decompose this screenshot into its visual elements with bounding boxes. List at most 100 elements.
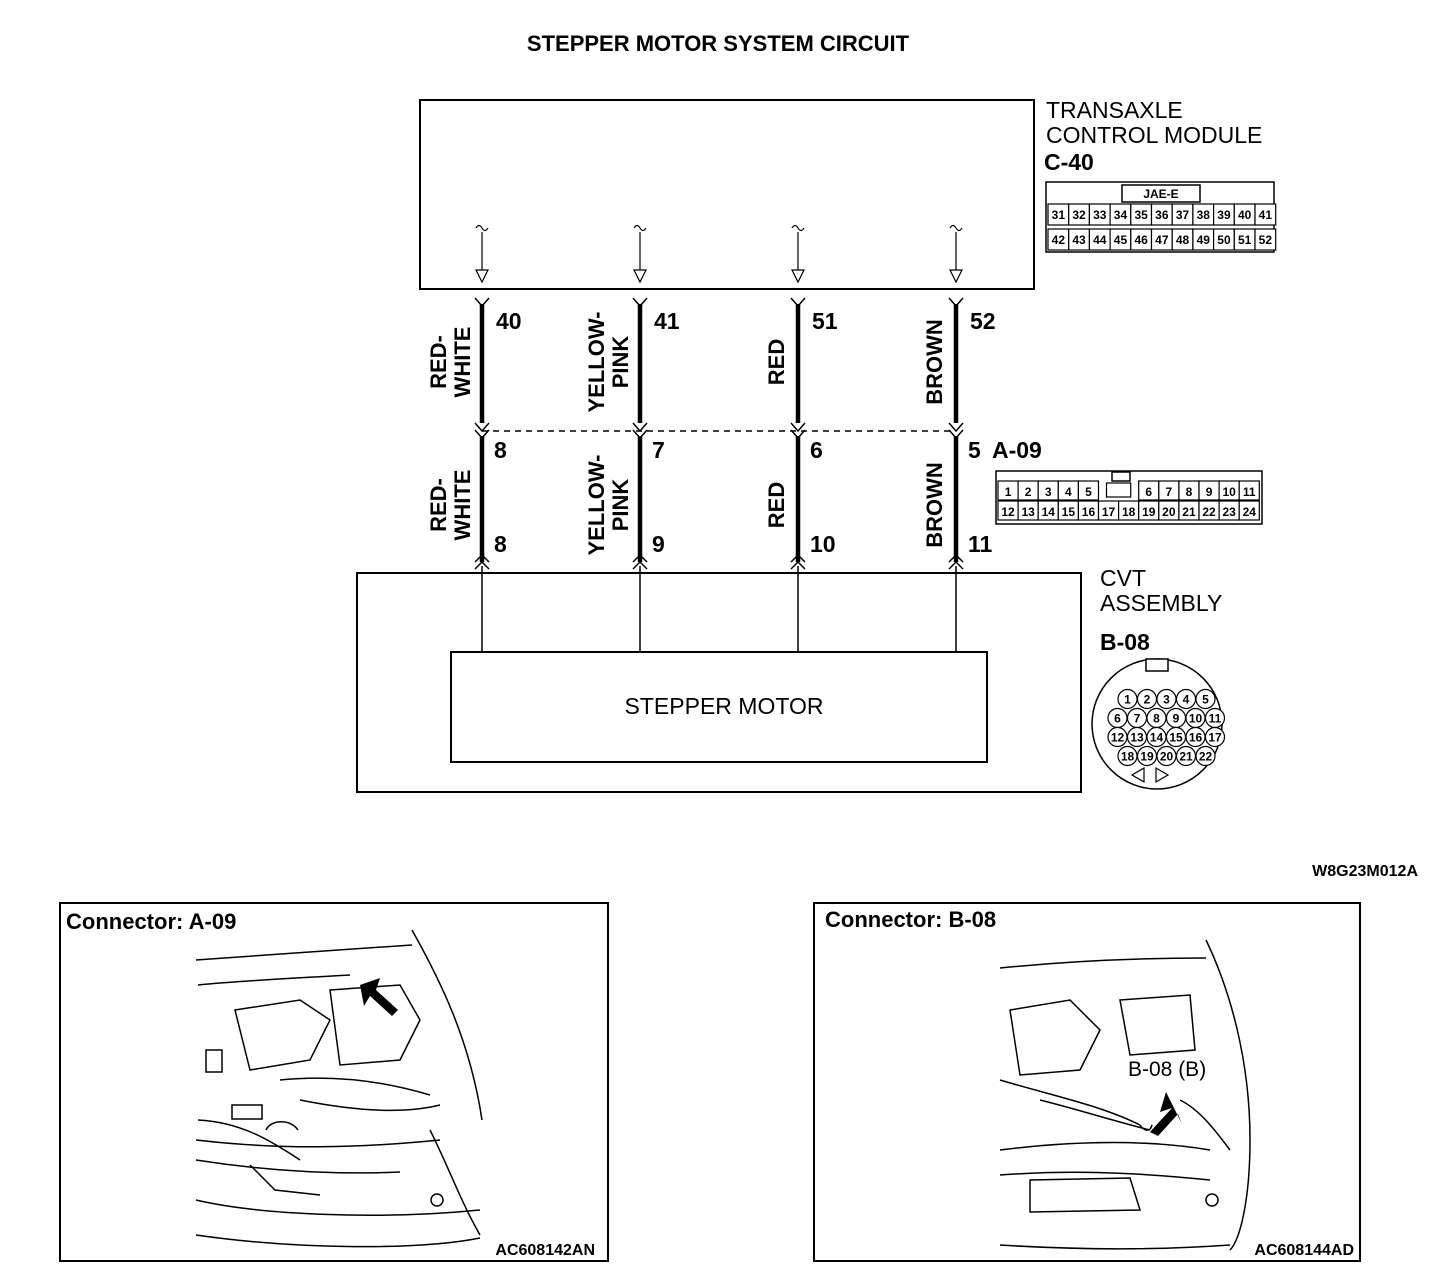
b08-pin-label: 11 — [1209, 712, 1222, 726]
wire-color-label: RED — [764, 339, 789, 385]
tcm-box — [419, 99, 1035, 290]
b08-pin-label: 22 — [1199, 750, 1213, 764]
stepper-motor-box — [450, 651, 988, 763]
tcm-terminal-arrow — [791, 269, 805, 284]
a09-pin-label: 13 — [1021, 505, 1035, 519]
b08-pin-label: 4 — [1183, 693, 1190, 707]
tcm-terminal-arrow — [475, 269, 489, 284]
b08-pin-label: 18 — [1121, 750, 1135, 764]
tcm-terminal-arrow — [633, 269, 647, 284]
a09-pin-label: 1 — [1005, 485, 1012, 499]
stepper-motor-label: STEPPER MOTOR — [625, 693, 824, 719]
cvt-assembly-box — [356, 572, 1082, 793]
b08-pin-label: 21 — [1179, 750, 1193, 764]
connector-chevron — [790, 553, 806, 570]
c40-pin-label: 44 — [1093, 233, 1107, 247]
a09-pin-label: 15 — [1062, 505, 1076, 519]
engine-bay-illustration-b08 — [999, 939, 1251, 1251]
a09-connector-code: A-09 — [992, 437, 1042, 463]
cvt-name-line1: CVT — [1100, 565, 1146, 591]
wire-color-label: PINK — [608, 479, 633, 532]
panel-a09-title: Connector: A-09 — [66, 909, 236, 934]
a09-pin-label: 14 — [1042, 505, 1056, 519]
b08-pin-label: 16 — [1189, 731, 1203, 745]
b08-pin-label: 8 — [1153, 712, 1160, 726]
wire-color-label: YELLOW- — [584, 455, 609, 556]
b08-pin-label: 12 — [1111, 731, 1125, 745]
tcm-connector-code: C-40 — [1044, 149, 1094, 175]
c40-pin-label: 33 — [1093, 208, 1107, 222]
connector-chevron — [632, 422, 648, 440]
b08-pin-circle — [1204, 726, 1226, 748]
a09-pin-label: 10 — [1222, 485, 1236, 499]
connector-chevron — [474, 553, 490, 570]
c40-pin-label: 37 — [1176, 208, 1190, 222]
b08-pin-label: 9 — [1173, 712, 1180, 726]
a09-pin-label: 6 — [1145, 485, 1152, 499]
c40-pin-label: 48 — [1176, 233, 1190, 247]
c40-pin-label: 47 — [1155, 233, 1169, 247]
c40-pin-label: 50 — [1217, 233, 1231, 247]
panel-b08: Connector: B-08 AC608144AD B-08 (B) — [813, 902, 1361, 1262]
c40-pin-cell — [1254, 228, 1277, 251]
a09-pin-label: 11 — [1243, 485, 1256, 499]
tcm-name-line2: CONTROL MODULE — [1046, 122, 1262, 148]
c40-pin-label: 51 — [1238, 233, 1252, 247]
c40-pin-label: 43 — [1072, 233, 1086, 247]
c40-pin-label: 38 — [1197, 208, 1211, 222]
panel-b08-title: Connector: B-08 — [825, 907, 996, 932]
tcm-pin-number: 51 — [812, 308, 838, 334]
a09-pin-label: 19 — [1142, 505, 1156, 519]
cvt-name-line2: ASSEMBLY — [1100, 590, 1222, 616]
b08-pin-label: 13 — [1130, 731, 1144, 745]
b08-pin-label: 15 — [1169, 731, 1183, 745]
tcm-terminal-tilde — [633, 224, 647, 232]
c40-pin-label: 40 — [1238, 208, 1252, 222]
a09-pin-label: 8 — [1186, 485, 1193, 499]
diagram-title: STEPPER MOTOR SYSTEM CIRCUIT — [527, 31, 910, 56]
a09-pin-number: 6 — [810, 437, 823, 463]
arrow-icon — [1150, 1092, 1182, 1136]
wire-color-label: RED — [764, 482, 789, 528]
c40-pin-label: 39 — [1217, 208, 1231, 222]
b08-pin-label: 3 — [1163, 693, 1170, 707]
c40-pin-label: 36 — [1155, 208, 1169, 222]
panel-b08-callout: B-08 (B) — [1128, 1058, 1206, 1081]
tcm-terminal-tilde — [475, 224, 489, 232]
b08-pin-label: 17 — [1208, 731, 1222, 745]
wire-color-label: WHITE — [450, 470, 475, 541]
b08-pin-label: 14 — [1150, 731, 1164, 745]
connector-chevron — [948, 422, 964, 440]
a09-pin-label: 20 — [1162, 505, 1176, 519]
c40-pin-label: 49 — [1197, 233, 1211, 247]
tcm-connector-type: JAE-E — [1143, 187, 1178, 201]
a09-pin-label: 22 — [1202, 505, 1216, 519]
connector-chevron — [632, 553, 648, 570]
b08-pin-label: 7 — [1134, 712, 1141, 726]
b08-pin-label: 5 — [1202, 693, 1209, 707]
c40-pin-label: 42 — [1052, 233, 1066, 247]
c40-pin-label: 41 — [1259, 208, 1273, 222]
wire-color-label: RED- — [426, 478, 451, 532]
c40-pin-label: 31 — [1052, 208, 1066, 222]
c40-pin-label: 32 — [1072, 208, 1086, 222]
a09-pin-label: 16 — [1082, 505, 1096, 519]
tcm-terminal-tilde — [949, 224, 963, 232]
b08-pin-label: 6 — [1114, 712, 1121, 726]
a09-pin-cell — [1238, 480, 1260, 501]
a09-pin-number: 5 — [968, 437, 981, 463]
a09-pin-label: 24 — [1243, 505, 1257, 519]
a09-pin-label: 4 — [1065, 485, 1072, 499]
a09-pin-label: 17 — [1102, 505, 1116, 519]
a09-pin-label: 23 — [1222, 505, 1236, 519]
a09-pin-label: 5 — [1085, 485, 1092, 499]
c40-pin-label: 45 — [1114, 233, 1128, 247]
tcm-terminal-arrow — [949, 269, 963, 284]
tcm-pin-number: 52 — [970, 308, 996, 334]
wire-color-label: YELLOW- — [584, 312, 609, 413]
